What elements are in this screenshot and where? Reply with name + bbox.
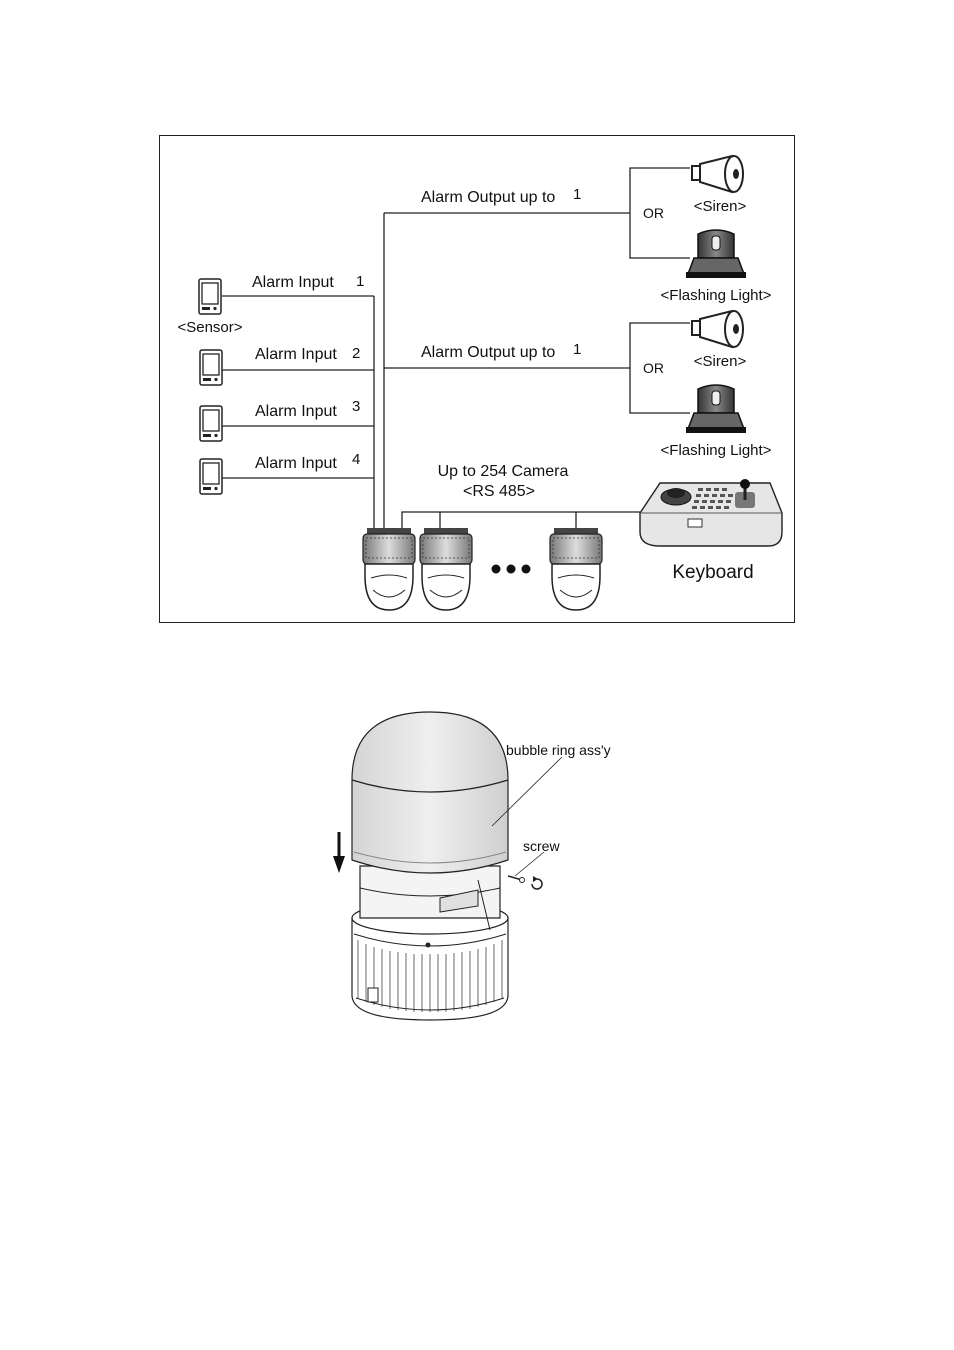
camera-icon-1 <box>362 527 416 611</box>
keyboard-label: Keyboard <box>672 562 753 583</box>
rs485-label: <RS 485> <box>463 483 535 500</box>
alarm-output-number-2: 1 <box>573 341 581 358</box>
screw-icon <box>507 875 525 883</box>
alarm-input-label-1: Alarm Input <box>252 274 334 291</box>
alarm-input-number-2: 2 <box>352 345 360 362</box>
sensor-label: <Sensor> <box>177 319 242 336</box>
bubble-leader-line <box>491 756 563 827</box>
camera-base-ring <box>351 901 509 1021</box>
sensor-icon-1 <box>198 278 222 315</box>
camera-icon-2 <box>419 527 473 611</box>
siren-label-1: <Siren> <box>694 198 747 215</box>
bubble-ring-label: bubble ring ass'y <box>506 742 611 758</box>
alarm-input-label-2: Alarm Input <box>255 346 337 363</box>
alarm-input-label-3: Alarm Input <box>255 403 337 420</box>
or-label-2: OR <box>643 360 664 376</box>
or-branch-1 <box>629 167 690 259</box>
dome-assembly-drawing: bubble ring ass'y screw <box>333 711 611 1021</box>
alarm-input-label-4: Alarm Input <box>255 455 337 472</box>
flashing-light-label-1: <Flashing Light> <box>661 287 772 304</box>
sensor-icon-2 <box>199 349 223 386</box>
sensor-icon-4 <box>199 458 223 495</box>
rs485-line <box>401 511 640 530</box>
or-branch-2 <box>629 322 690 414</box>
arrow-down-icon <box>333 832 345 873</box>
camera-icon-3 <box>549 527 603 611</box>
wiring-diagram: <Sensor> Alarm Input 1 Alarm Input 2 Ala… <box>159 135 795 623</box>
keyboard-icon <box>639 479 783 547</box>
ellipsis-dots-icon <box>491 564 531 574</box>
alarm-input-number-3: 3 <box>352 398 360 415</box>
siren-label-2: <Siren> <box>694 353 747 370</box>
alarm-output-label-1: Alarm Output up to <box>421 189 555 206</box>
alarm-input-number-4: 4 <box>352 451 360 468</box>
or-label-1: OR <box>643 205 664 221</box>
alarm-output-number-1: 1 <box>573 186 581 203</box>
screw-label: screw <box>523 838 560 854</box>
camera-count-label: Up to 254 Camera <box>438 463 569 480</box>
alarm-output-label-2: Alarm Output up to <box>421 344 555 361</box>
alarm-input-number-1: 1 <box>356 273 364 290</box>
screw-leader-line <box>514 851 545 877</box>
flashing-light-label-2: <Flashing Light> <box>661 442 772 459</box>
rotate-icon <box>531 876 543 890</box>
bubble-dome <box>351 711 509 874</box>
sensor-icon-3 <box>199 405 223 442</box>
